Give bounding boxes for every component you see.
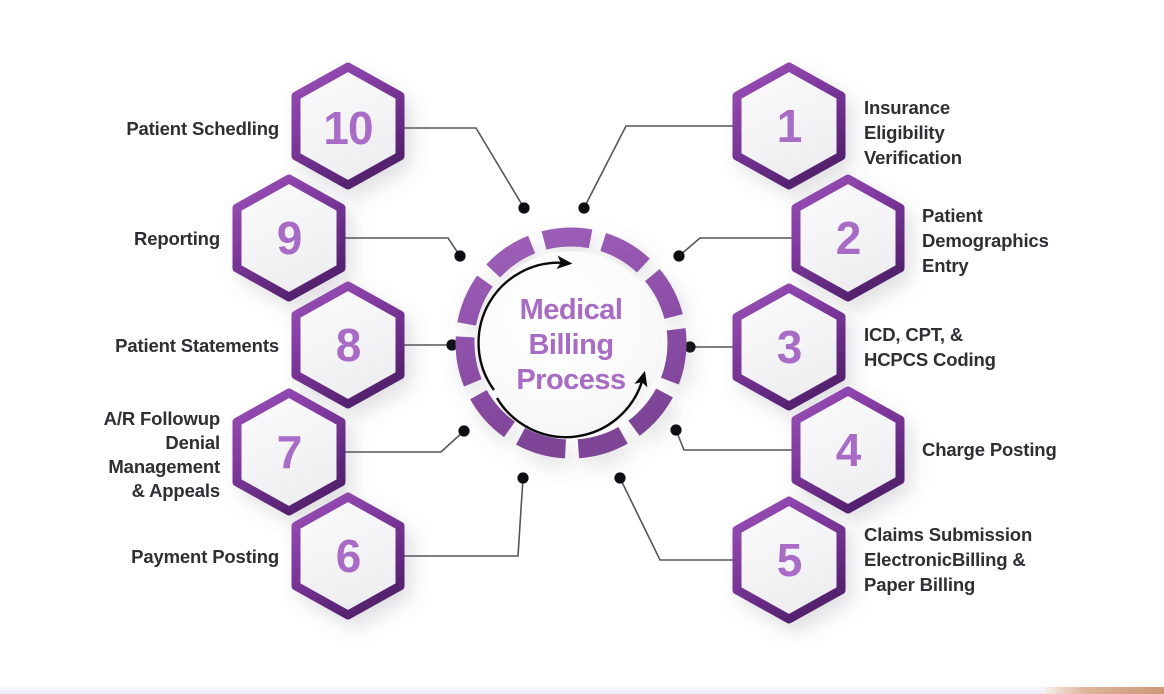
connector-step-5: [619, 477, 747, 561]
hex-node-10[interactable]: 10: [291, 62, 405, 190]
connector-step-2: [678, 237, 806, 257]
hex-shape-10[interactable]: [291, 62, 405, 190]
hex-number-8: 8: [336, 319, 361, 371]
hex-node-1[interactable]: 1: [732, 62, 846, 190]
hex-node-2[interactable]: 2: [791, 174, 905, 302]
connector-dot-hub-7: [458, 425, 470, 437]
label-step-1: Insurance Eligibility Verification: [864, 97, 962, 168]
hex-shape-3[interactable]: [732, 283, 846, 411]
label-step-7-line-3: Management: [108, 456, 220, 477]
hex-node-7[interactable]: 7: [232, 388, 346, 516]
connector-dot-hub-9: [454, 250, 466, 262]
hex-shape-8[interactable]: [291, 281, 405, 409]
center-hub: Medical Billing Process: [455, 227, 687, 459]
label-step-1-line-3: Verification: [864, 147, 962, 168]
hex-shape-1[interactable]: [732, 62, 846, 190]
bottom-right-image-sliver: [1044, 687, 1164, 694]
label-step-7-line-2: Denial: [165, 432, 220, 453]
hex-number-7: 7: [277, 426, 302, 478]
hub-title-line-1: Medical: [520, 294, 623, 326]
label-step-7-line-1: A/R Followup: [104, 408, 220, 429]
label-step-4-line-1: Charge Posting: [922, 439, 1057, 460]
connector-step-10: [398, 127, 525, 209]
connector-step-6: [398, 477, 524, 557]
label-step-3: ICD, CPT, & HCPCS Coding: [864, 324, 996, 370]
hex-shape-2[interactable]: [791, 174, 905, 302]
label-step-3-line-1: ICD, CPT, &: [864, 324, 963, 345]
label-step-7: A/R Followup Denial Management & Appeals: [104, 408, 221, 501]
label-step-8-line-1: Patient Statements: [115, 335, 279, 356]
hex-node-9[interactable]: 9: [232, 174, 346, 302]
hex-number-9: 9: [277, 212, 302, 264]
connector-step-1: [583, 125, 747, 209]
hex-shape-5[interactable]: [732, 496, 846, 624]
label-step-1-line-2: Eligibility: [864, 122, 945, 143]
label-step-10: Patient Schedling: [126, 118, 279, 139]
label-step-2-line-3: Entry: [922, 255, 969, 276]
hex-shape-9[interactable]: [232, 174, 346, 302]
connector-step-7: [339, 430, 465, 453]
label-step-4: Charge Posting: [922, 439, 1057, 460]
label-step-3-line-2: HCPCS Coding: [864, 349, 996, 370]
label-step-5-line-1: Claims Submission: [864, 524, 1032, 545]
label-step-5-line-3: Paper Billing: [864, 574, 975, 595]
connector-lines: [339, 125, 806, 561]
hub-flow-arrows: [477, 255, 648, 439]
connector-dot-hub-10: [518, 202, 530, 214]
connector-dot-hub-4: [670, 424, 682, 436]
connector-dot-hub-1: [578, 202, 590, 214]
hub-title-line-3: Process: [516, 364, 625, 396]
connector-step-9: [339, 237, 461, 257]
label-step-2-line-1: Patient: [922, 205, 983, 226]
hex-number-5: 5: [777, 534, 802, 586]
connector-dot-hub-6: [517, 472, 529, 484]
hex-node-3[interactable]: 3: [732, 283, 846, 411]
hex-number-10: 10: [323, 102, 372, 154]
label-step-10-line-1: Patient Schedling: [126, 118, 279, 139]
connector-step-4: [675, 429, 806, 451]
hub-arrow-left-arc: [477, 255, 573, 391]
label-step-7-line-4: & Appeals: [132, 480, 220, 501]
hub-title-line-2: Billing: [528, 329, 613, 361]
hub-inner-circle: [479, 251, 663, 435]
hex-number-6: 6: [336, 530, 361, 582]
label-step-9-line-1: Reporting: [134, 228, 220, 249]
label-step-5: Claims Submission ElectronicBilling & Pa…: [864, 524, 1032, 595]
connector-dot-hub-3: [684, 341, 696, 353]
label-step-9: Reporting: [134, 228, 220, 249]
hex-shape-4[interactable]: [791, 386, 905, 514]
connector-dot-hub-5: [614, 472, 626, 484]
hex-shape-7[interactable]: [232, 388, 346, 516]
label-step-5-line-2: ElectronicBilling &: [864, 549, 1026, 570]
label-step-6: Payment Posting: [131, 546, 279, 567]
hex-node-6[interactable]: 6: [291, 492, 405, 620]
hex-node-5[interactable]: 5: [732, 496, 846, 624]
hex-number-1: 1: [777, 100, 802, 152]
label-step-2: Patient Demographics Entry: [922, 205, 1049, 276]
label-step-6-line-1: Payment Posting: [131, 546, 279, 567]
connector-dot-hub-8: [446, 339, 458, 351]
hex-shape-6[interactable]: [291, 492, 405, 620]
label-step-2-line-2: Demographics: [922, 230, 1049, 251]
hex-number-4: 4: [836, 424, 862, 476]
hex-node-4[interactable]: 4: [791, 386, 905, 514]
hex-number-3: 3: [777, 321, 802, 373]
hub-dashed-ring: [455, 227, 687, 459]
connector-dot-hub-2: [673, 250, 685, 262]
hex-node-8[interactable]: 8: [291, 281, 405, 409]
hex-number-2: 2: [836, 212, 861, 264]
label-step-1-line-1: Insurance: [864, 97, 950, 118]
bottom-gradient-band: [0, 684, 1164, 694]
label-step-8: Patient Statements: [115, 335, 279, 356]
hub-arrow-right-arc: [495, 370, 648, 439]
